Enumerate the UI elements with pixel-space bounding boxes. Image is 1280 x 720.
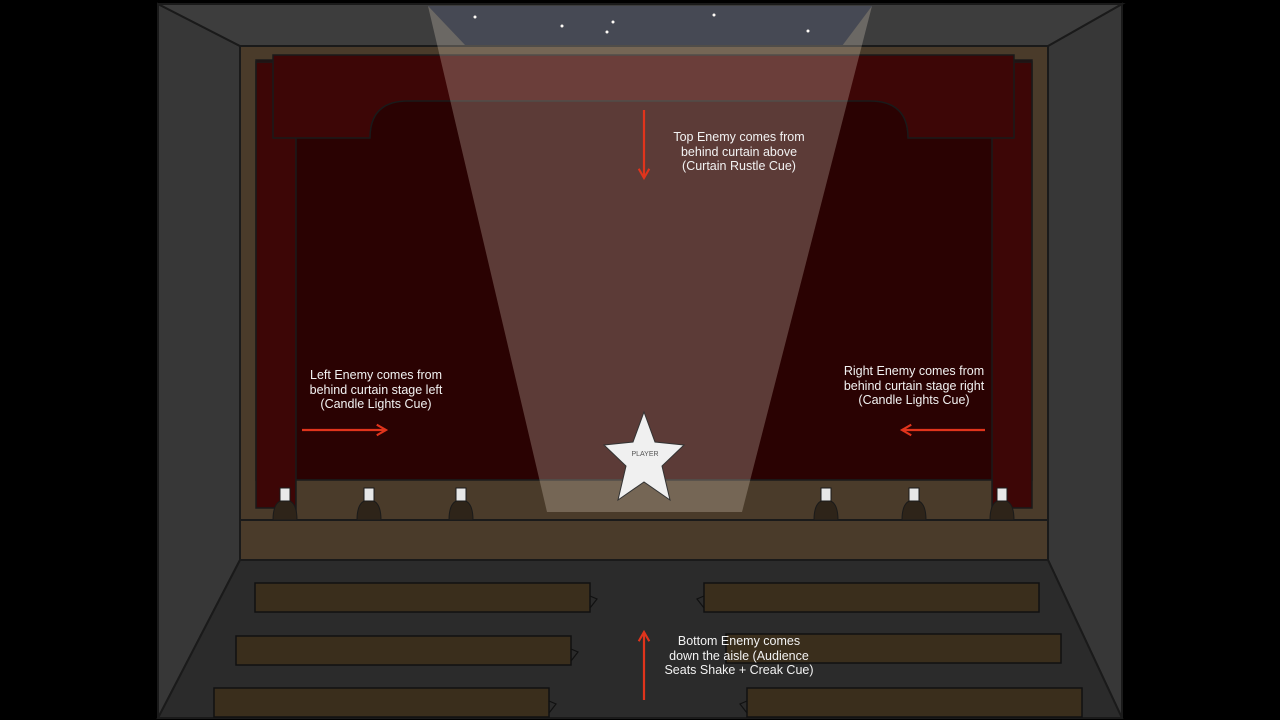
player-label: PLAYER xyxy=(631,451,659,458)
cue-bottom-line-2: down the aisle (Audience xyxy=(669,648,809,663)
cue-top-line-3: (Curtain Rustle Cue) xyxy=(682,159,796,173)
night-sky xyxy=(428,6,872,46)
bench xyxy=(254,582,598,613)
cue-right-line-2: behind curtain stage right xyxy=(843,378,985,393)
candle xyxy=(901,487,927,521)
stage-apron xyxy=(239,519,1049,561)
candle xyxy=(448,487,474,521)
cue-bottom-line-3: Seats Shake + Creak Cue) xyxy=(664,663,814,677)
cue-label-right: Right Enemy comes from behind curtain st… xyxy=(829,364,999,408)
candle xyxy=(989,487,1015,521)
cue-left-line-1: Left Enemy comes from xyxy=(310,368,442,382)
bench xyxy=(213,687,557,718)
candle xyxy=(272,487,298,521)
bench xyxy=(725,633,1062,664)
spotlight-beam xyxy=(428,6,872,512)
cue-top-line-1: Top Enemy comes from xyxy=(673,130,805,144)
bench xyxy=(739,687,1083,718)
cue-right-line-1: Right Enemy comes from xyxy=(843,364,985,378)
cue-label-top: Top Enemy comes from behind curtain abov… xyxy=(654,130,824,174)
footlights xyxy=(272,487,1015,521)
bench xyxy=(696,582,1040,613)
candle xyxy=(813,487,839,521)
cue-left-line-3: (Candle Lights Cue) xyxy=(320,397,432,411)
cue-right-line-3: (Candle Lights Cue) xyxy=(858,393,970,407)
cue-left-line-2: behind curtain stage left xyxy=(309,382,443,397)
curtain-top-valance xyxy=(272,54,1015,139)
cue-label-left: Left Enemy comes from behind curtain sta… xyxy=(291,368,461,412)
bench xyxy=(235,635,579,666)
cue-bottom-line-1: Bottom Enemy comes xyxy=(677,634,801,648)
cue-top-line-2: behind curtain above xyxy=(680,144,798,159)
audience-seats xyxy=(213,582,1083,718)
candle xyxy=(356,487,382,521)
player-star-icon[interactable] xyxy=(602,410,686,502)
stars xyxy=(473,13,810,34)
stage-floor xyxy=(295,479,993,521)
cue-label-bottom: Bottom Enemy comes down the aisle (Audie… xyxy=(654,634,824,678)
